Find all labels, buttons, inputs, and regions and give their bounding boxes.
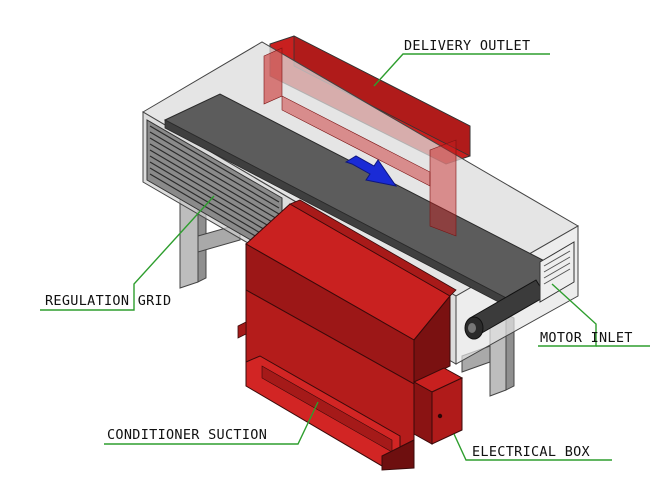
electrical-box	[412, 367, 464, 445]
callout-delivery-outlet: DELIVERY OUTLET	[373, 38, 550, 87]
support-legs	[179, 189, 515, 397]
label-electrical-box: ELECTRICAL BOX	[472, 444, 590, 460]
label-conditioner-suction: CONDITIONER SUCTION	[107, 427, 267, 443]
callout-regulation-grid: REGULATION GRID	[40, 195, 215, 311]
callout-electrical-box: ELECTRICAL BOX	[453, 433, 612, 461]
motor-roller	[464, 279, 547, 340]
label-delivery-outlet: DELIVERY OUTLET	[404, 38, 530, 54]
direction-arrow-icon	[344, 155, 398, 187]
motor-inlet-grille	[539, 241, 575, 303]
conditioner-unit	[237, 199, 457, 471]
callout-motor-inlet: MOTOR INLET	[538, 283, 650, 347]
callout-conditioner-suction: CONDITIONER SUCTION	[104, 401, 319, 445]
label-motor-inlet: MOTOR INLET	[540, 330, 633, 346]
label-regulation-grid: REGULATION GRID	[45, 293, 171, 309]
inner-baffles	[263, 47, 457, 237]
